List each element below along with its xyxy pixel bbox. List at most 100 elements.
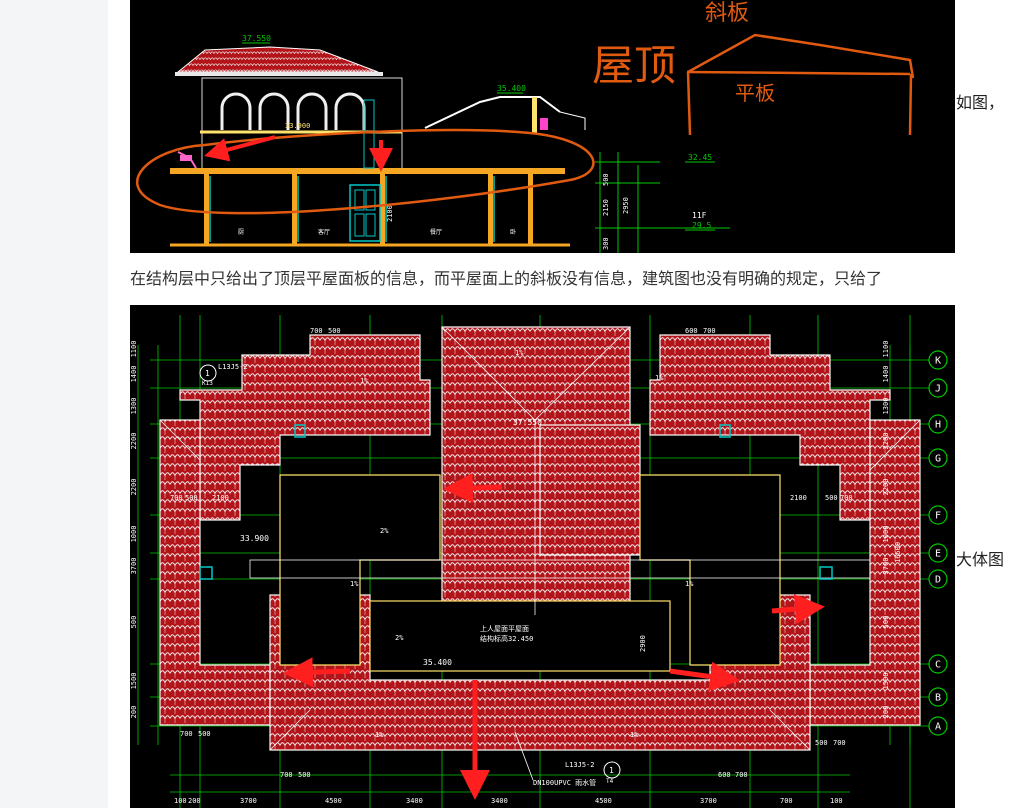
elevation-label: 35.400 bbox=[497, 84, 526, 93]
grid-axis-label: F bbox=[935, 511, 941, 522]
slope-label: 1% bbox=[515, 349, 524, 357]
dimension-label: 2150 bbox=[602, 199, 610, 216]
dimension-label: 700 bbox=[780, 797, 793, 805]
svg-text:卧: 卧 bbox=[510, 228, 516, 236]
grid-axis-bubble bbox=[928, 414, 948, 434]
detail-ref: L13J5-2 bbox=[218, 363, 248, 371]
dimension-label: 200 bbox=[130, 706, 138, 719]
grid-axis-label: E bbox=[935, 549, 941, 560]
handwriting-flat-slab: 平板 bbox=[735, 81, 775, 105]
dimension-label: 700 bbox=[310, 327, 323, 335]
grid-axis-label: G bbox=[935, 454, 941, 465]
detail-number: 1 bbox=[609, 766, 614, 775]
inline-caption: 如图， bbox=[956, 93, 1005, 112]
elevation-label: 29.5 bbox=[692, 221, 711, 230]
grid-axis-bubble bbox=[928, 654, 948, 674]
inline-caption: 大体图 bbox=[956, 550, 1005, 569]
grid-axis-label: D bbox=[935, 575, 941, 586]
dimension-label: 500 bbox=[185, 494, 198, 502]
dimension-label: 500 bbox=[328, 327, 341, 335]
dimension-label: 700 bbox=[180, 730, 193, 738]
dimension-label: 200 bbox=[188, 797, 201, 805]
grid-axis-bubble bbox=[928, 448, 948, 468]
grid-axis-bubble bbox=[928, 505, 948, 525]
slope-label: 2% bbox=[380, 527, 389, 535]
dimension-label: 1100 bbox=[130, 341, 138, 358]
dimension-label: 1000 bbox=[130, 526, 138, 543]
grid-axis-bubble bbox=[928, 687, 948, 707]
dimension-label: 1300 bbox=[882, 398, 890, 415]
dimension-label: 500 bbox=[130, 616, 138, 629]
dimension-label: 2200 bbox=[882, 433, 890, 450]
dimension-label: 500 bbox=[602, 173, 610, 186]
handwriting-roof: 屋顶 bbox=[592, 41, 676, 90]
dimension-label: 600 bbox=[718, 771, 731, 779]
grid-axis-label: H bbox=[935, 420, 941, 431]
dimension-label: 1500 bbox=[882, 673, 890, 690]
dimension-label: 4500 bbox=[325, 797, 342, 805]
grid-axis-bubble bbox=[928, 543, 948, 563]
dimension-label: 4500 bbox=[595, 797, 612, 805]
section-drawing-image: 37.550 33.900 35.400 bbox=[130, 0, 955, 253]
grid-axis-bubble bbox=[928, 569, 948, 589]
detail-ref: L13J5-2 bbox=[565, 761, 595, 769]
dimension-label: 500 bbox=[882, 616, 890, 629]
roof-note: 上人屋面平屋面 bbox=[480, 624, 529, 633]
slope-label: 1% bbox=[375, 731, 384, 739]
dimension-label: 3700 bbox=[240, 797, 257, 805]
roof-note: 结构标高32.450 bbox=[480, 634, 533, 643]
dimension-label: 3700 bbox=[882, 558, 890, 575]
svg-text:33.900: 33.900 bbox=[285, 122, 310, 130]
slope-label: 1% bbox=[630, 731, 639, 739]
slope-label: 1% bbox=[685, 580, 694, 588]
dimension-label: 700 bbox=[833, 739, 846, 747]
svg-text:2100: 2100 bbox=[386, 205, 394, 222]
dimension-label: 100 bbox=[174, 797, 187, 805]
drain-note: DN100UPVC 雨水管 bbox=[533, 778, 596, 787]
grid-axis-label: C bbox=[935, 660, 941, 671]
elevation-label: 37.550 bbox=[513, 418, 542, 427]
dimension-label: 2900 bbox=[639, 635, 647, 652]
slope-label: 2% bbox=[395, 634, 404, 642]
grid-axis-bubble bbox=[928, 378, 948, 398]
grid-axis-label: J bbox=[935, 384, 941, 395]
dimension-label: 1400 bbox=[882, 366, 890, 383]
slope-label: 1% bbox=[360, 377, 369, 385]
floor-label: 11F bbox=[692, 211, 707, 220]
dimension-label: 700 bbox=[735, 771, 748, 779]
dimension-label: 2100 bbox=[212, 494, 229, 502]
dimension-label: 1300 bbox=[130, 398, 138, 415]
svg-text:客厅: 客厅 bbox=[318, 228, 330, 236]
elevation-label: 33.900 bbox=[240, 534, 269, 543]
dimension-label: 2200 bbox=[130, 479, 138, 496]
roof-plan-image: 1% 1% 1% 1% 1% 2% 2% 1% 1% 37.550 33.900… bbox=[130, 305, 955, 808]
dimension-label: 1500 bbox=[130, 673, 138, 690]
sidebar-gutter bbox=[0, 0, 108, 808]
grid-axis-label: A bbox=[935, 722, 941, 733]
handwriting-slope-slab: 斜板 bbox=[705, 1, 749, 26]
grid-axis-bubble bbox=[928, 350, 948, 370]
dimension-label: 700 bbox=[703, 327, 716, 335]
elevation-label: 32.45 bbox=[688, 153, 712, 162]
dimension-label: 3700 bbox=[700, 797, 717, 805]
article-body: 37.550 33.900 35.400 bbox=[130, 0, 1010, 808]
dimension-label: 200 bbox=[882, 706, 890, 719]
dimension-label: 600 bbox=[685, 327, 698, 335]
dimension-label: 100 bbox=[830, 797, 843, 805]
detail-ref: K13 bbox=[202, 380, 213, 387]
dimension-label: 700 bbox=[280, 771, 293, 779]
dimension-label: 300 bbox=[602, 237, 610, 250]
elevation-label: 37.550 bbox=[242, 34, 271, 43]
dimension-label: 700 bbox=[170, 494, 183, 502]
dimension-label: 3400 bbox=[406, 797, 423, 805]
dimension-label: 1000 bbox=[882, 526, 890, 543]
dimension-label: 2200 bbox=[882, 479, 890, 496]
dimension-label: 500 bbox=[198, 730, 211, 738]
dimension-label: 700 bbox=[840, 494, 853, 502]
dimension-label: 1400 bbox=[130, 366, 138, 383]
dimension-label: 2950 bbox=[622, 197, 630, 214]
dimension-label: 500 bbox=[825, 494, 838, 502]
slope-label: 1% bbox=[655, 374, 664, 382]
dimension-label: 2200 bbox=[130, 433, 138, 450]
grid-axis-label: B bbox=[935, 693, 941, 704]
